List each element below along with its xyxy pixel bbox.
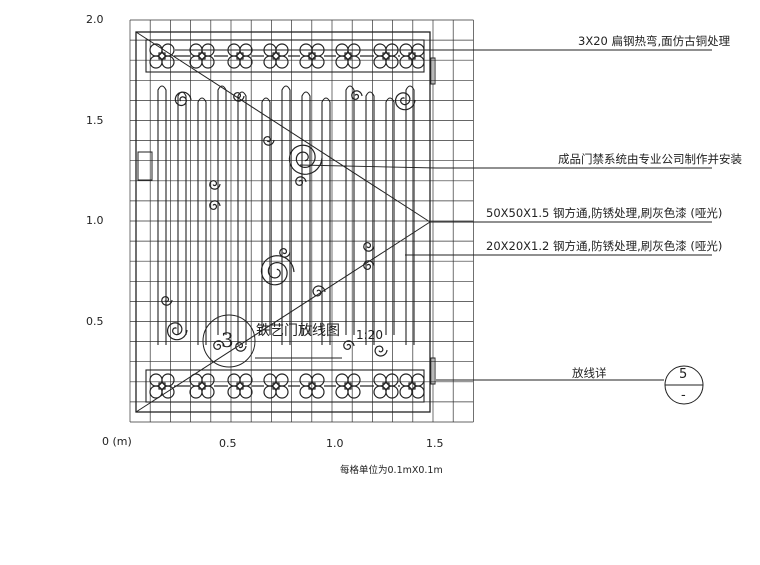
y-tick-0-5: 0.5	[86, 315, 104, 328]
small-scroll	[363, 260, 375, 270]
vertical-bar	[405, 85, 415, 345]
callout-access-control: 成品门禁系统由专业公司制作并安装	[558, 152, 742, 166]
knot-ornament	[149, 373, 175, 399]
title-scale: 1:20	[356, 328, 383, 342]
knot-ornament	[399, 43, 425, 69]
scroll-ornaments	[161, 90, 416, 357]
knot-ornament	[373, 43, 399, 69]
corner-scroll	[167, 322, 188, 341]
knot-ornament	[373, 373, 399, 399]
small-scroll	[235, 342, 247, 352]
corner-scroll	[174, 91, 192, 107]
small-scroll	[279, 248, 291, 258]
vertical-bars	[157, 85, 415, 345]
grid-unit-note: 每格单位为0.1mX0.1m	[340, 465, 443, 476]
vertical-bar	[237, 91, 247, 345]
vertical-bar	[261, 97, 271, 335]
vertical-bar	[321, 97, 331, 345]
callout-50-tube: 50X50X1.5 钢方通,防锈处理,刷灰色漆 (哑光)	[486, 206, 723, 220]
vertical-bar	[345, 85, 355, 335]
x-tick-1-5: 1.5	[426, 437, 444, 450]
knot-ornament	[299, 373, 325, 399]
small-scroll	[374, 345, 388, 357]
y-tick-2-0: 2.0	[86, 13, 104, 26]
knot-ornament	[189, 43, 215, 69]
knot-ornament	[227, 43, 253, 69]
vertical-bar	[301, 91, 311, 335]
small-scroll	[263, 136, 275, 146]
small-scroll	[343, 340, 355, 350]
small-scroll	[161, 296, 173, 306]
callout-setout-detail: 放线详	[572, 366, 607, 380]
gate-frame	[135, 31, 436, 413]
small-scroll	[233, 92, 245, 102]
vertical-bar	[177, 91, 187, 335]
knot-ornament	[335, 43, 361, 69]
knot-ornament	[227, 373, 253, 399]
small-scroll	[209, 200, 221, 210]
small-scroll	[213, 340, 225, 350]
x-tick-1-0: 1.0	[326, 437, 344, 450]
small-scroll	[312, 285, 326, 297]
title-number: 3	[221, 328, 234, 352]
bottom-hinge	[430, 357, 436, 385]
vertical-bar	[217, 85, 227, 335]
vertical-bar	[157, 85, 167, 345]
x-tick-0: 0 (m)	[102, 435, 132, 448]
vertical-bar	[197, 97, 207, 345]
detail-ref-bottom: -	[681, 388, 686, 403]
detail-ref-top: 5	[679, 367, 688, 382]
leader-lines	[175, 49, 712, 381]
callout-20-tube: 20X20X1.2 钢方通,防锈处理,刷灰色漆 (哑光)	[486, 239, 723, 253]
x-tick-0-5: 0.5	[219, 437, 237, 450]
small-scroll	[295, 176, 307, 186]
knot-ornament	[263, 373, 289, 399]
vertical-bar	[385, 97, 395, 335]
y-tick-1-5: 1.5	[86, 114, 104, 127]
knot-ornament	[335, 373, 361, 399]
vertical-bar	[365, 91, 375, 345]
y-tick-1-0: 1.0	[86, 214, 104, 227]
knot-ornament	[149, 43, 175, 69]
title-text: 铁艺门放线图	[256, 323, 340, 339]
knot-ornament	[263, 43, 289, 69]
title-circle	[202, 314, 342, 368]
top-hinge	[430, 57, 436, 85]
large-scroll	[260, 255, 295, 286]
small-scroll	[209, 180, 221, 190]
top-band	[145, 39, 425, 73]
knot-ornament	[189, 373, 215, 399]
vertical-bar	[281, 85, 291, 345]
bottom-band	[145, 369, 425, 403]
access-control-box	[137, 151, 153, 181]
corner-scroll	[395, 92, 416, 111]
knot-ornaments	[149, 43, 425, 399]
large-scroll	[288, 144, 323, 175]
small-scroll	[363, 242, 375, 252]
detail-circle	[664, 365, 704, 405]
small-scroll	[351, 90, 363, 100]
callout-flat-steel: 3X20 扁钢热弯,面仿古铜处理	[578, 34, 731, 48]
knot-ornament	[399, 373, 425, 399]
